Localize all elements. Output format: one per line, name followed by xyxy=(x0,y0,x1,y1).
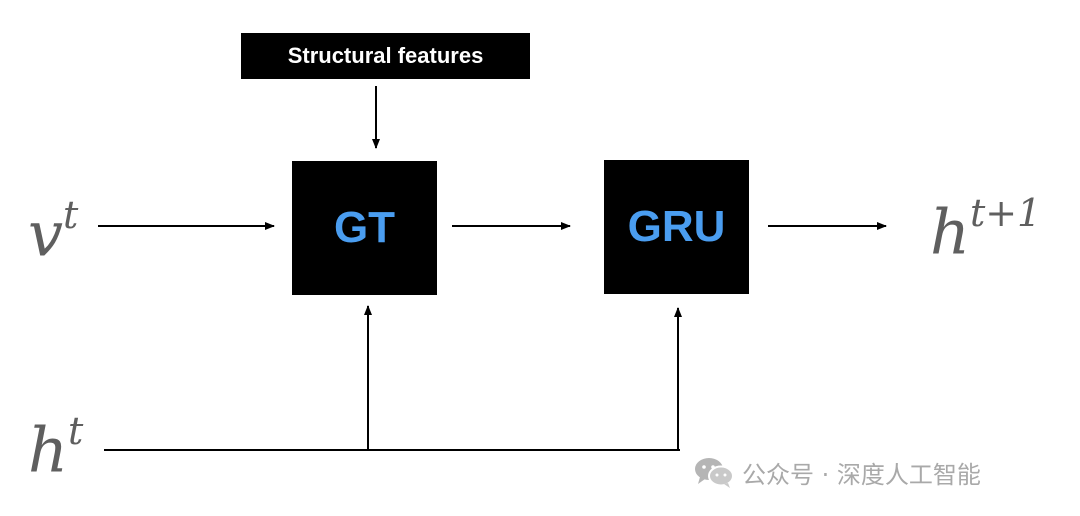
output-h-sup: t+1 xyxy=(969,191,1042,235)
watermark-text: 公众号 · 深度人工智能 xyxy=(742,460,981,489)
gru-node: GRU xyxy=(604,160,749,294)
wechat-icon xyxy=(694,455,734,489)
watermark: 公众号 · 深度人工智能 xyxy=(694,452,981,492)
input-v-symbol: vt xyxy=(28,196,78,266)
gt-label: GT xyxy=(333,203,396,252)
output-h-base: h xyxy=(930,195,970,269)
input-v-sup: t xyxy=(63,193,79,237)
structural-features-label: Structural features xyxy=(287,43,484,68)
output-h-symbol: ht+1 xyxy=(930,194,1041,264)
input-h-sup: t xyxy=(67,409,84,453)
input-v-base: v xyxy=(28,197,64,271)
input-h-symbol: ht xyxy=(28,412,83,482)
gt-node: GT xyxy=(292,161,437,295)
structural-features-box: Structural features xyxy=(241,33,530,79)
gru-label: GRU xyxy=(627,202,726,251)
input-h-base: h xyxy=(28,413,68,487)
